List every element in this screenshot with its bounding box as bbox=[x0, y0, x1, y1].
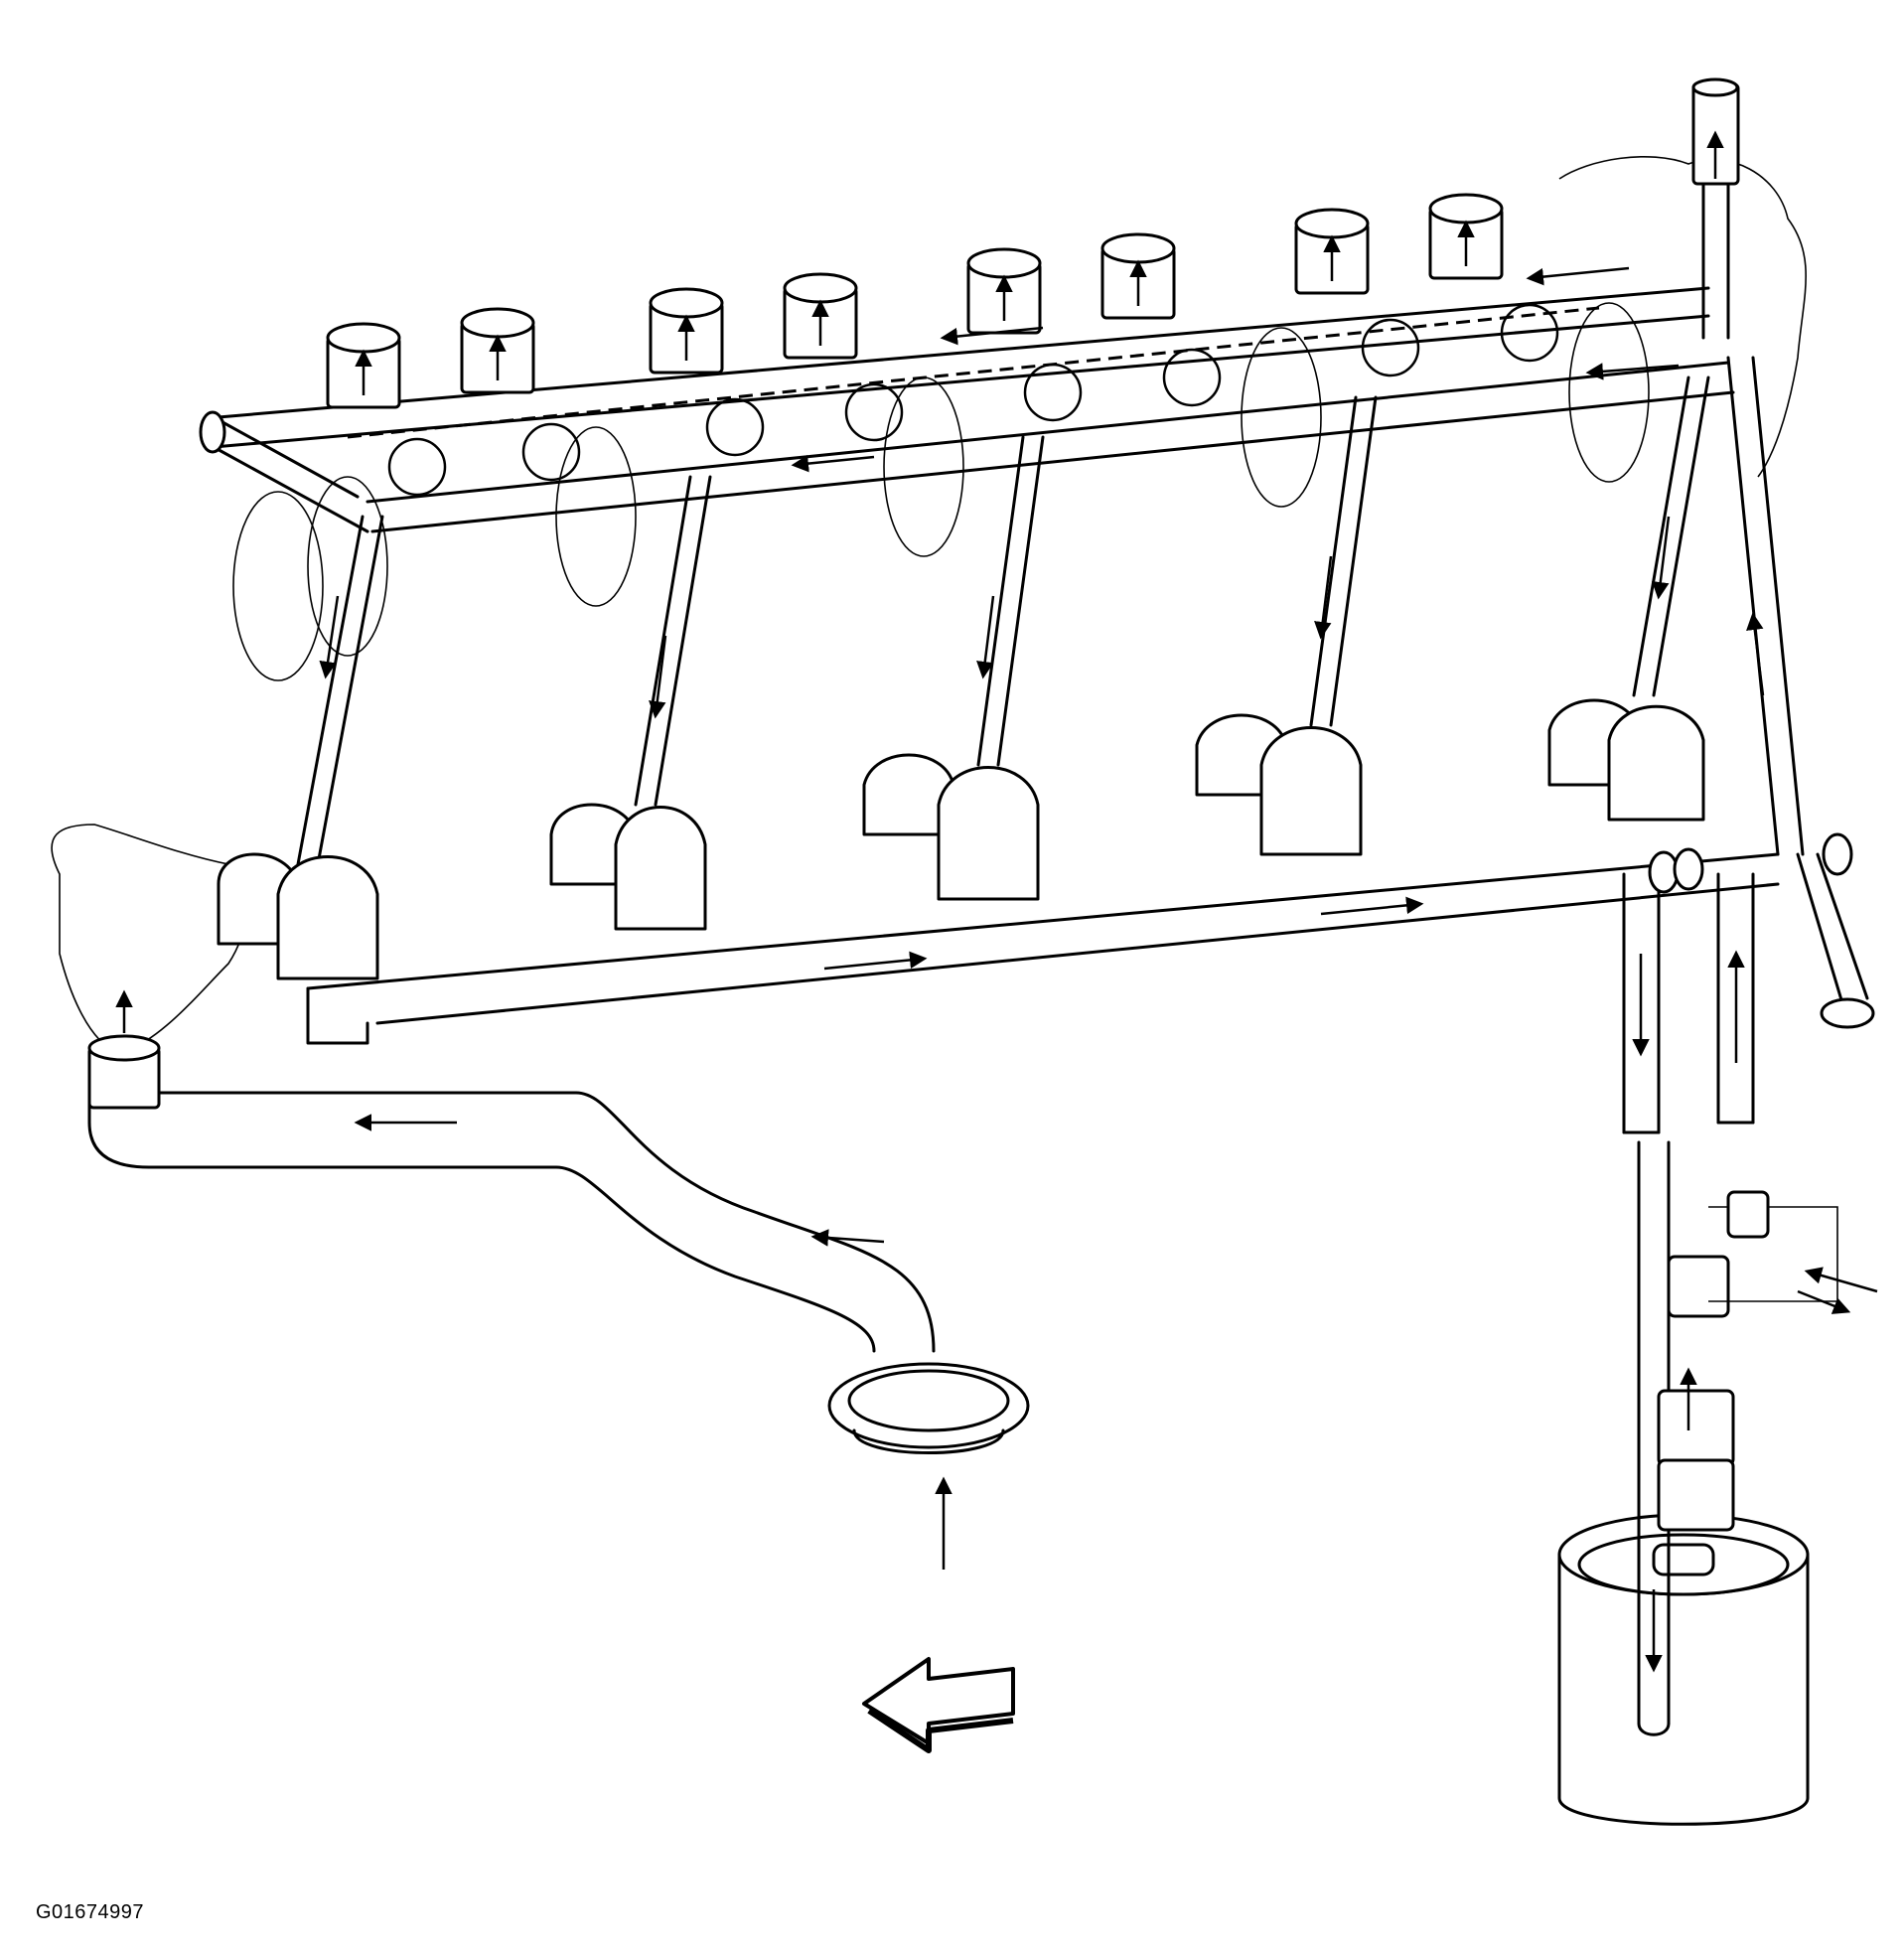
figure-id-label: G01674997 bbox=[36, 1901, 145, 1923]
pickup-tube bbox=[87, 989, 936, 1353]
oil-filter-canister bbox=[1557, 1140, 1810, 1826]
right-risers bbox=[1691, 77, 1805, 856]
lower-main-gallery bbox=[306, 852, 1780, 1045]
front-direction-arrow bbox=[862, 1657, 1015, 1753]
gallery-flow-arrows bbox=[791, 266, 1680, 473]
pickup-screen bbox=[827, 1362, 1030, 1570]
lifter-swirls bbox=[387, 303, 1559, 497]
bypass-valve bbox=[1657, 1190, 1878, 1532]
main-bearing-saddles bbox=[217, 698, 1705, 980]
main-bearing-feeds bbox=[296, 375, 1710, 866]
filter-circuit bbox=[1622, 832, 1875, 1134]
lifter-bores bbox=[326, 193, 1504, 409]
upper-oil-gallery bbox=[199, 286, 1735, 533]
engine-block-outline bbox=[51, 155, 1807, 1054]
